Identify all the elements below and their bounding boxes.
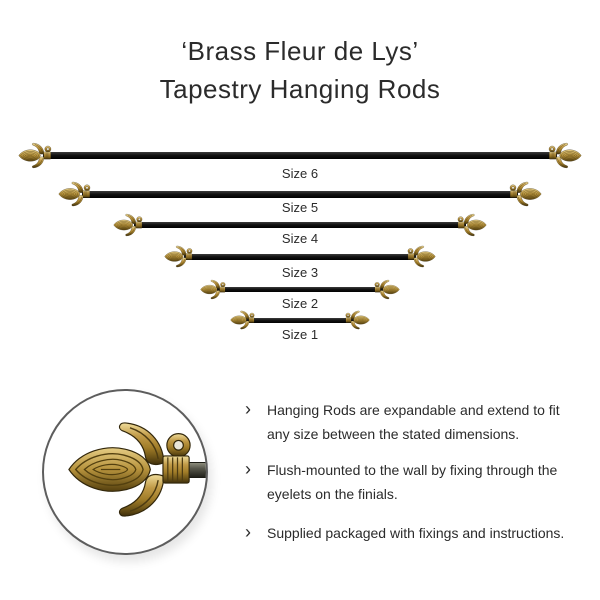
rod-label-size-3: Size 3 [281, 265, 319, 280]
rod-bar [43, 152, 557, 159]
rod-label-size-4: Size 4 [281, 231, 319, 246]
fleur-de-lis-finial-icon [18, 142, 52, 169]
fleur-de-lis-finial-icon [548, 142, 582, 169]
feature-line: Supplied packaged with fixings and instr… [267, 525, 565, 541]
chevron-bullet-icon: › [245, 459, 251, 479]
page-title: ‘Brass Fleur de Lys’ Tapestry Hanging Ro… [0, 32, 600, 108]
finial-detail-circle [42, 389, 208, 555]
rod-label-size-1: Size 1 [281, 327, 319, 342]
fleur-de-lis-finial-icon [68, 422, 191, 517]
chevron-bullet-icon: › [245, 522, 251, 542]
rod-bar [217, 287, 383, 292]
list-item: › Hanging Rods are expandable and extend… [245, 398, 585, 446]
title-line1: ‘Brass Fleur de Lys’ [181, 36, 419, 66]
rod-label-size-6: Size 6 [281, 166, 319, 181]
chevron-bullet-icon: › [245, 399, 251, 419]
rod-size-6 [18, 142, 582, 169]
rod-size-1 [230, 310, 370, 330]
title-line2: Tapestry Hanging Rods [159, 74, 441, 104]
rod-bar [82, 190, 518, 198]
list-item: › Supplied packaged with fixings and ins… [245, 521, 585, 545]
feature-line: eyelets on the finials. [267, 486, 398, 502]
list-item: › Flush-mounted to the wall by fixing th… [245, 458, 585, 506]
rod-size-4 [113, 213, 487, 237]
feature-line: any size between the stated dimensions. [267, 426, 520, 442]
feature-text: Hanging Rods are expandable and extend t… [267, 398, 585, 446]
rod-bar [246, 317, 354, 323]
feature-text: Flush-mounted to the wall by fixing thro… [267, 458, 585, 506]
rod-label-size-5: Size 5 [281, 200, 319, 215]
feature-text: Supplied packaged with fixings and instr… [267, 521, 585, 545]
feature-line: Flush-mounted to the wall by fixing thro… [267, 462, 558, 478]
rod-bar [134, 222, 466, 228]
feature-line: Hanging Rods are expandable and extend t… [267, 402, 560, 418]
feature-list: › Hanging Rods are expandable and extend… [245, 398, 585, 557]
rod-size-2 [200, 279, 400, 300]
rod-bar [184, 253, 416, 260]
rod-size-5 [58, 181, 542, 207]
rod-size-3 [164, 245, 436, 268]
rod-label-size-2: Size 2 [281, 296, 319, 311]
